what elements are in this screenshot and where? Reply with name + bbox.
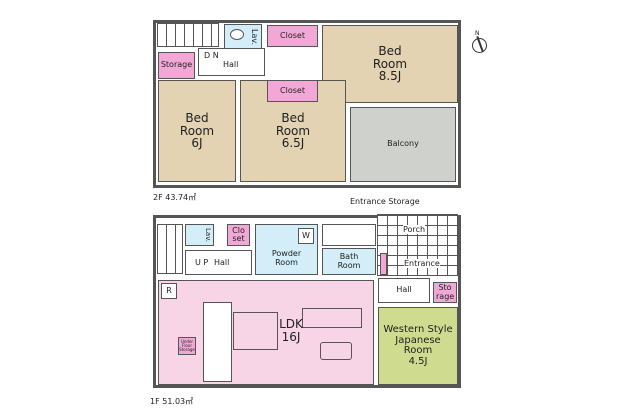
floor1-bath-room: Bath Room — [322, 248, 376, 275]
floor1-storage: Sto rage — [433, 282, 457, 303]
refrigerator: R — [161, 283, 177, 299]
room-name: Bed Room — [372, 44, 408, 71]
sofa — [302, 308, 362, 328]
ldk-label: LDK 16J — [279, 318, 303, 343]
room-size: 6.5J — [281, 136, 305, 151]
room-name: LDK — [279, 317, 303, 331]
closet-label: Clo set — [232, 225, 245, 243]
floor2-storage: Storage — [158, 52, 195, 79]
entrance-storage-label: Entrance Storage — [350, 197, 420, 206]
room-name: Western Style Japanese Room — [383, 324, 453, 356]
floor2-closet-mid: Closet — [267, 80, 318, 102]
coffee-table — [320, 342, 352, 360]
room-size: 4.5J — [408, 355, 428, 367]
compass-icon — [472, 38, 487, 53]
bath-room-label: Bath Room — [337, 252, 361, 270]
floor2-closet-top: Closet — [267, 25, 318, 47]
floor1-entry-hall: Hall — [378, 278, 430, 303]
porch-label: Porch — [403, 225, 426, 234]
down-label: D N — [204, 51, 219, 60]
compass-label: N — [475, 30, 480, 37]
room-size: 8.5J — [378, 69, 402, 84]
dining-table — [233, 312, 278, 350]
floor1-closet: Clo set — [227, 224, 250, 246]
room-name: Bed Room — [179, 111, 215, 138]
underfloor-storage: Under Floor Storage — [178, 337, 196, 355]
room-name: Bed Room — [275, 111, 311, 138]
bathtub — [322, 224, 376, 246]
floor2-balcony: Balcony — [350, 107, 456, 182]
room-size: 6J — [191, 136, 203, 151]
floor1-ldk — [158, 280, 374, 385]
floor1-area-label: 1F 51.03㎡ — [150, 397, 194, 406]
room-size: 16J — [281, 329, 301, 344]
hall-label: Hall — [214, 258, 230, 267]
floor2-stairs — [157, 23, 219, 47]
lav-label: Lav. — [250, 28, 259, 45]
floor1-hall: U P Hall — [185, 250, 252, 275]
hall-label: Hall — [223, 60, 239, 69]
storage-label: Sto rage — [436, 283, 455, 301]
floor2-hall: D N Hall — [198, 48, 265, 76]
entrance-storage — [380, 253, 387, 275]
floor1-japanese-room: Western Style Japanese Room 4.5J — [378, 307, 458, 385]
floor2-bedroom-6: Bed Room 6J — [158, 80, 236, 182]
floor2-area-label: 2F 43.74㎡ — [153, 193, 197, 202]
powder-room-label: Powder Room — [271, 249, 302, 267]
lav-label: Lav. — [204, 227, 212, 242]
floor1-stairs — [157, 224, 183, 274]
up-label: U P — [195, 258, 209, 267]
entrance-label: Entrance — [404, 259, 440, 268]
washer-icon: W — [298, 228, 314, 244]
toilet-icon — [230, 29, 244, 40]
kitchen-counter — [203, 302, 232, 382]
floor1-lavatory: Lav. — [185, 224, 214, 246]
